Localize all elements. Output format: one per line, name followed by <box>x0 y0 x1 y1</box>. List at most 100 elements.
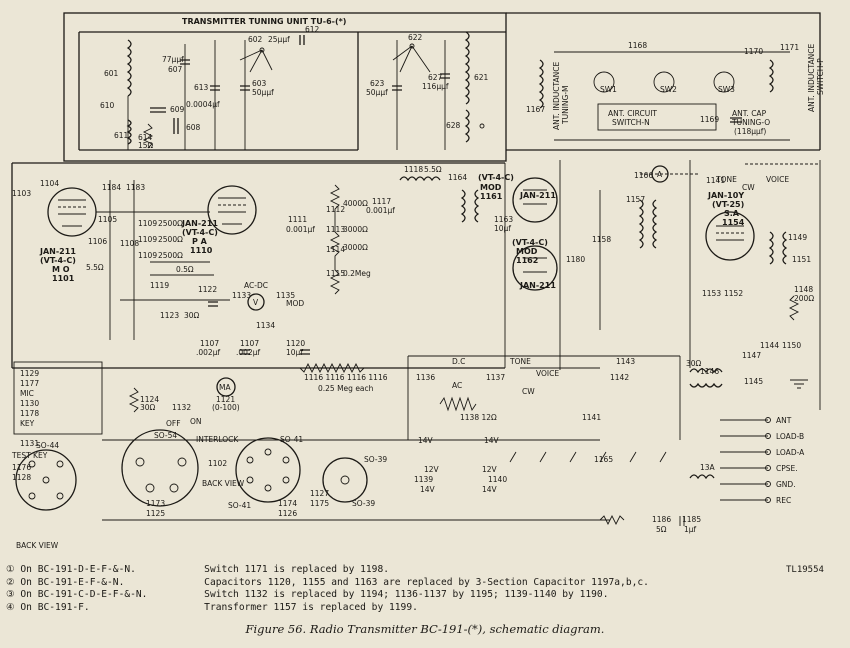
label-1119-value: 0.5Ω <box>176 265 194 274</box>
label-1158: 1158 <box>592 235 611 244</box>
label-1153: 1153 <box>702 289 721 298</box>
label-609: 609 <box>170 105 185 114</box>
label-1106: 1106 <box>88 237 107 246</box>
label-602-value: 25μμf <box>268 35 290 44</box>
label-1103: 1103 <box>12 189 31 198</box>
tube-1162-role: MOD <box>516 247 538 256</box>
label-14v-c: 14V <box>420 485 436 494</box>
label-607-value: 77μμf <box>162 55 184 64</box>
label-1143: 1143 <box>616 357 635 366</box>
label-1126: 1126 <box>278 509 297 518</box>
label-611: 611 <box>114 131 129 140</box>
tube-1110-type: JAN-211 <box>181 219 218 228</box>
label-1140: 1140 <box>488 475 507 484</box>
label-1109c-value: 2500Ω <box>158 251 183 260</box>
label-1147: 1147 <box>742 351 761 360</box>
label-613: 613 <box>194 83 209 92</box>
label-610: 610 <box>100 101 115 110</box>
label-1128: 1128 <box>12 473 31 482</box>
label-voice-top: VOICE <box>766 175 789 184</box>
footnote-2-num: ② <box>6 576 15 588</box>
tube-1161-base: JAN-211 <box>519 191 556 200</box>
label-ant-inductance-switch: ANT. INDUCTANCE <box>807 43 816 112</box>
label-1185: 1185 <box>682 515 701 524</box>
label-14v-a: 14V <box>418 436 434 445</box>
tube-1101-role: M O <box>52 265 70 274</box>
label-602: 602 <box>248 35 263 44</box>
svg-text:MA: MA <box>219 383 231 392</box>
label-1167-title: ANT. INDUCTANCE <box>552 61 561 130</box>
label-1118-value: 5.5Ω <box>424 165 442 174</box>
label-623: 623 <box>370 79 385 88</box>
tube-1154-alt: (VT-25) <box>712 200 744 209</box>
footnote-2-text: Capacitors 1120, 1155 and 1163 are repla… <box>204 576 649 588</box>
footnote-3-text: Switch 1132 is replaced by 1194; 1136-11… <box>204 589 609 601</box>
label-1148-value: 200Ω <box>794 294 814 303</box>
label-mic: MIC <box>20 389 34 398</box>
label-1157: 1157 <box>626 195 645 204</box>
label-603: 603 <box>252 79 267 88</box>
terminal-ant: ANT <box>776 416 792 425</box>
label-interlock: INTERLOCK <box>196 435 239 444</box>
label-1124: 1124 <box>140 395 159 404</box>
label-1116: 1116 1116 1116 1116 <box>304 373 388 382</box>
label-1114: 1114 <box>326 245 345 254</box>
label-614-value: 15Ω <box>138 141 154 150</box>
socket-so54 <box>121 429 199 507</box>
label-1175: 1175 <box>310 499 329 508</box>
label-1173: 1173 <box>146 499 165 508</box>
tube-1101-ref: 1101 <box>52 274 75 283</box>
label-switch-n: SWITCH-N <box>612 118 650 127</box>
label-back-view-mid: BACK VIEW <box>202 479 245 488</box>
footnote-3-num: ③ <box>6 589 15 601</box>
label-1167: 1167 <box>526 105 545 114</box>
label-1123-value: 30Ω <box>184 311 200 320</box>
label-1105: 1105 <box>98 215 117 224</box>
label-1133: 1133 <box>232 291 251 300</box>
footnote-1: ① On BC-191-D-E-F-&-N. Switch 1171 is re… <box>6 564 626 577</box>
label-1169: 1169 <box>700 115 719 124</box>
label-sw3: SW3 <box>718 85 735 94</box>
tube-1162 <box>512 245 558 291</box>
label-so54: SO-54 <box>154 431 177 440</box>
label-1130: 1130 <box>20 399 39 408</box>
label-1121-value: (0-100) <box>212 403 240 412</box>
label-1142: 1142 <box>610 373 629 382</box>
label-1113-value: 3000Ω <box>343 225 368 234</box>
label-1109a-value: 2500Ω <box>158 219 183 228</box>
tube-1101-alt: (VT-4-C) <box>40 256 76 265</box>
label-1166: 1166 <box>634 171 653 180</box>
label-off-1: OFF <box>166 419 181 428</box>
label-1148: 1148 <box>794 285 813 294</box>
label-1115: 1115 <box>326 269 345 278</box>
label-1107b-value: .002μf <box>236 348 260 357</box>
label-614: 614 <box>138 133 153 142</box>
label-switch-p: SWITCH-P <box>816 58 825 95</box>
terminal-rec: REC <box>776 496 791 505</box>
label-1149: 1149 <box>788 233 807 242</box>
label-1137: 1137 <box>486 373 505 382</box>
label-1138: 1138 12Ω <box>460 413 497 422</box>
label-622: 622 <box>408 33 423 42</box>
footnote-3: ③ On BC-191-C-D-E-F-&-N. Switch 1132 is … <box>6 589 626 602</box>
label-1107a: 1107 <box>200 339 219 348</box>
label-1111: 1111 <box>288 215 307 224</box>
label-1171: 1171 <box>780 43 799 52</box>
label-612: 612 <box>305 25 320 34</box>
label-so39-bottom: SO-39 <box>352 499 375 508</box>
label-1113: 1113 <box>326 225 345 234</box>
label-1104: 1104 <box>40 179 59 188</box>
label-on: ON <box>190 417 202 426</box>
socket-so39 <box>322 457 368 503</box>
label-621: 621 <box>474 73 489 82</box>
tube-1110-role: P A <box>192 237 208 246</box>
label-1167-title2: TUNING-M <box>561 86 570 126</box>
tube-1110 <box>207 185 257 235</box>
label-1139: 1139 <box>414 475 433 484</box>
footnote-1-text: Switch 1171 is replaced by 1198. <box>204 564 390 575</box>
label-1119: 1119 <box>150 281 169 290</box>
tube-1101-type: JAN-211 <box>39 247 76 256</box>
tube-1162-type: (VT-4-C) <box>512 238 548 247</box>
footnotes: ① On BC-191-D-E-F-&-N. Switch 1171 is re… <box>6 564 649 614</box>
plugs-and-terminals: 1129 1177 MIC 1130 1178 KEY 1131 TEST KE… <box>11 361 805 550</box>
